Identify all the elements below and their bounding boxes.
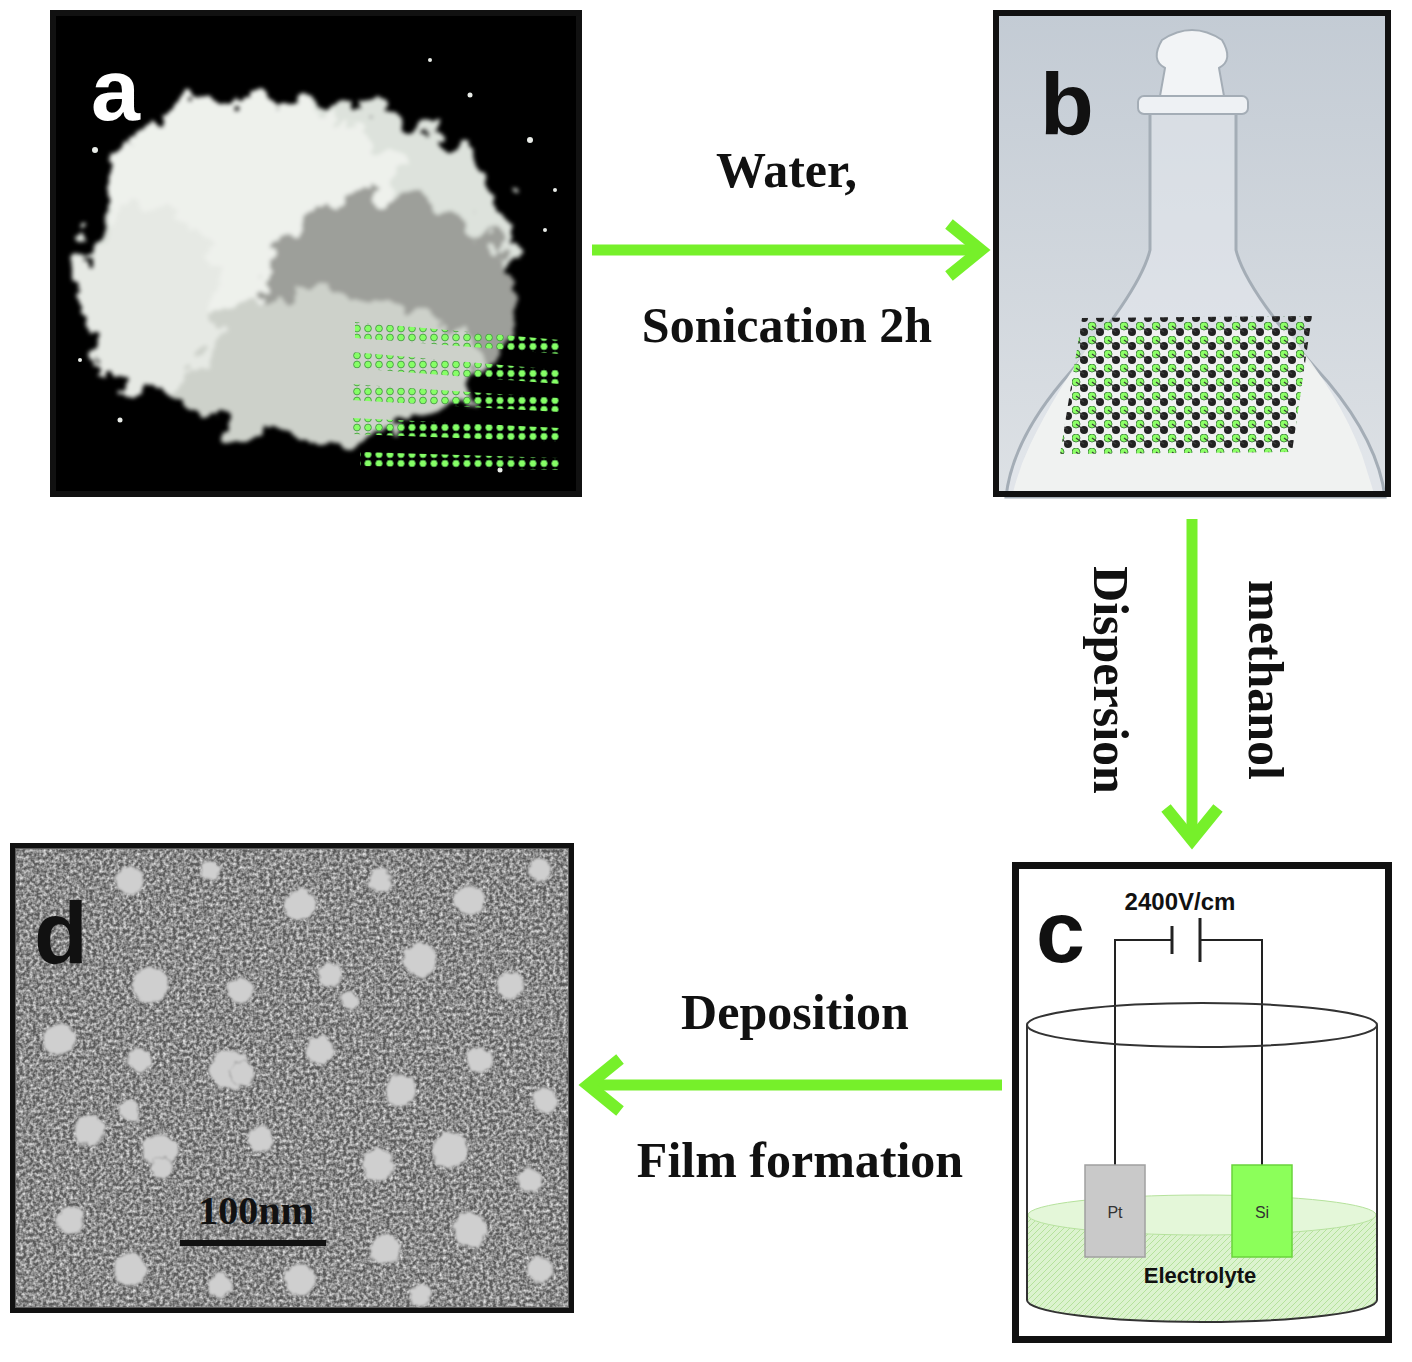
electrolyte-label: Electrolyte bbox=[1140, 1264, 1261, 1288]
flask-lip bbox=[1138, 96, 1248, 114]
powder-photo bbox=[50, 10, 582, 497]
panel-letter: d bbox=[34, 889, 88, 977]
panel-box: a bbox=[50, 10, 582, 497]
sem-particles bbox=[44, 859, 557, 1306]
panel-letter: a bbox=[91, 46, 140, 134]
layered-structure bbox=[350, 322, 560, 470]
sem-micrograph bbox=[10, 843, 574, 1313]
cell-ground bbox=[1012, 862, 1392, 1343]
field-strength: 2400V/cm bbox=[1121, 889, 1240, 915]
sem-texture bbox=[16, 849, 568, 1307]
platinum-electrode bbox=[1085, 1165, 1145, 1257]
electrode-label: Si bbox=[1251, 1204, 1273, 1222]
step-label: Deposition bbox=[675, 985, 915, 1040]
beaker-wall bbox=[1026, 1025, 1028, 1300]
liquid-surface bbox=[1028, 1195, 1376, 1235]
powder-heap bbox=[80, 95, 515, 440]
process-arrow bbox=[1187, 519, 1198, 840]
beaker-wall bbox=[1376, 1025, 1378, 1300]
scale-bar bbox=[180, 1240, 326, 1246]
flask-glass bbox=[1006, 110, 1385, 497]
panel-box: b bbox=[993, 10, 1391, 497]
step-label: Sonication 2h bbox=[638, 298, 936, 353]
process-arrow bbox=[592, 245, 981, 256]
silicon-electrode bbox=[1232, 1165, 1292, 1257]
scale-label: 100nm bbox=[194, 1189, 318, 1233]
deposition-cell bbox=[1012, 862, 1392, 1343]
photo-ground bbox=[993, 10, 1391, 497]
flask-photo bbox=[993, 10, 1391, 497]
panel-box: d bbox=[10, 843, 574, 1313]
powder-specks bbox=[78, 58, 557, 473]
step-label: Film formation bbox=[633, 1133, 967, 1188]
electrode-label: Pt bbox=[1103, 1204, 1126, 1222]
panel-letter: b bbox=[1040, 60, 1094, 148]
process-arrow bbox=[588, 1080, 1002, 1091]
beaker-bottom bbox=[1027, 1300, 1377, 1322]
exfoliated-sheet bbox=[1060, 316, 1312, 454]
step-label: Water, bbox=[710, 143, 863, 198]
battery-plate bbox=[1199, 918, 1202, 962]
battery-plate bbox=[1171, 926, 1174, 954]
panel-letter: c bbox=[1036, 888, 1085, 976]
step-label: methanol bbox=[1238, 574, 1293, 786]
photo-ground bbox=[50, 10, 582, 497]
wire bbox=[1115, 940, 1172, 1165]
step-label: Dispersion bbox=[1083, 562, 1138, 798]
beaker-rim bbox=[1027, 1003, 1377, 1047]
sem-ground bbox=[10, 843, 574, 1313]
flask-stopper bbox=[1157, 30, 1228, 96]
wire bbox=[1200, 940, 1262, 1165]
